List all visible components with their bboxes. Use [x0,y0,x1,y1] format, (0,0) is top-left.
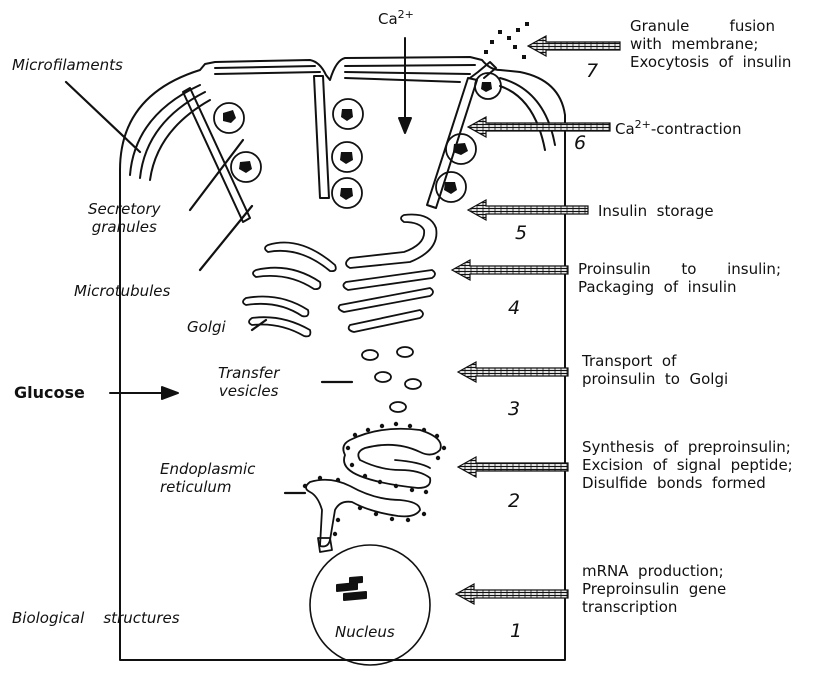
label-er-line1: Endoplasmic [160,460,255,478]
endoplasmic-reticulum [306,429,441,552]
step-arrow-2 [458,457,568,477]
step3-line1: Transport of [582,352,728,370]
step-number-2: 2 [508,490,520,513]
transfer-vesicles [362,347,421,412]
step-number-6: 6 [574,132,586,155]
label-secretory-granules: Secretory granules [88,200,161,236]
step6-ca: Ca [615,120,635,138]
label-nucleus: Nucleus [335,623,395,641]
label-transfer-line1: Transfer [218,364,279,382]
step-text-1: mRNA production; Preproinsulin gene tran… [582,562,726,616]
label-secretory-line1: Secretory [88,200,161,218]
step-text-7: Granule fusion with membrane; Exocytosis… [630,17,830,71]
step-number-1: 1 [510,620,522,643]
step2-line1: Synthesis of preproinsulin; [582,438,793,456]
label-microtubules: Microtubules [74,282,170,300]
step-text-5: Insulin storage [598,202,714,220]
label-transfer-line2: vesicles [218,382,279,400]
cell-membrane [120,57,565,660]
step1-line1: mRNA production; [582,562,726,580]
step-arrow-3 [458,362,568,382]
step7-line3: Exocytosis of insulin [630,53,830,71]
calcium-arrow [399,38,411,133]
nucleus [310,545,430,665]
step7-line2: with membrane; [630,35,830,53]
step1-line2: Preproinsulin gene [582,580,726,598]
step-arrow-5 [468,200,588,220]
step7-line1: Granule fusion [630,17,775,35]
step-text-3: Transport of proinsulin to Golgi [582,352,728,388]
exocytosed-particles [484,22,529,59]
step6-sup: 2+ [635,118,651,131]
label-er-line2: reticulum [160,478,255,496]
golgi-apparatus [243,215,436,337]
label-biological-structures: Biological structures [12,609,180,627]
label-calcium-base: Ca [378,10,398,28]
step-text-6: Ca2+-contraction [615,118,741,138]
step-number-5: 5 [515,222,527,245]
step-arrow-4 [452,260,568,280]
step-arrow-1 [456,584,568,604]
step3-line2: proinsulin to Golgi [582,370,728,388]
step-number-4: 4 [508,297,520,320]
label-glucose: Glucose [14,383,85,402]
label-endoplasmic-reticulum: Endoplasmic reticulum [160,460,255,496]
label-transfer-vesicles: Transfer vesicles [218,364,279,400]
label-calcium-sup: 2+ [398,8,414,21]
step-arrow-6 [468,117,610,137]
step2-line3: Disulfide bonds formed [582,474,793,492]
label-calcium: Ca2+ [378,8,414,28]
step-arrow-7 [528,36,620,56]
step-number-3: 3 [508,398,520,421]
step6-rest: -contraction [651,120,742,138]
step4-line2: Packaging of insulin [578,278,781,296]
label-golgi: Golgi [187,318,226,336]
step2-line2: Excision of signal peptide; [582,456,793,474]
label-secretory-line2: granules [88,218,161,236]
microtubules [183,62,496,222]
step4-line1: Proinsulin to insulin; [578,260,781,278]
step-number-7: 7 [586,60,598,83]
label-microfilaments: Microfilaments [12,56,123,74]
step-text-2: Synthesis of preproinsulin; Excision of … [582,438,793,492]
step1-line3: transcription [582,598,726,616]
step-text-4: Proinsulin to insulin; Packaging of insu… [578,260,781,296]
